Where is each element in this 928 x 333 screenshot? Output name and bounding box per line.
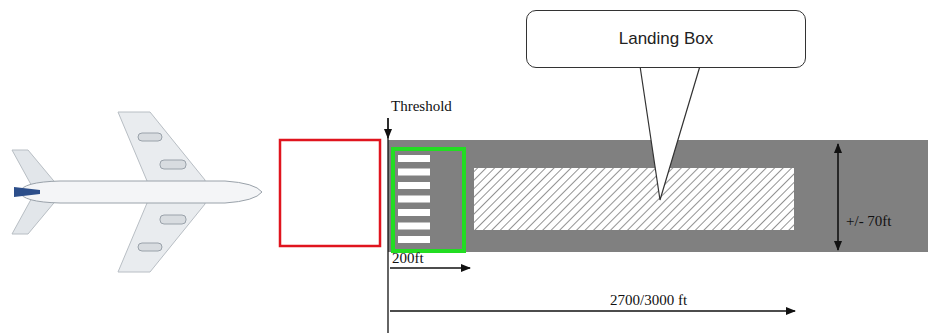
threshold-stripe	[398, 209, 430, 216]
dimension-label: +/- 70ft	[846, 213, 892, 230]
callout-pointer	[640, 66, 700, 200]
threshold-stripe	[398, 196, 430, 203]
dimension-label: 2700/3000 ft	[610, 292, 687, 309]
threshold-label: Threshold	[391, 98, 452, 115]
callout-text: Landing Box	[619, 29, 714, 49]
threshold-stripes	[398, 155, 430, 243]
width-arrow	[837, 144, 839, 250]
threshold-line	[387, 118, 388, 333]
threshold-stripe	[398, 155, 430, 162]
airplane	[12, 112, 262, 272]
threshold-stripe	[398, 169, 430, 176]
callout-bubble: Landing Box	[526, 10, 806, 68]
threshold-stripe	[398, 223, 430, 230]
touchdown-box	[393, 149, 464, 251]
distance-arrow	[390, 310, 795, 312]
threshold-arrow	[387, 118, 388, 138]
threshold-stripe	[398, 236, 430, 243]
approach-box	[280, 140, 380, 246]
dimension-label: 200ft	[392, 250, 424, 267]
threshold-stripe	[398, 182, 430, 189]
distance-arrow	[390, 267, 470, 269]
landing-box-area	[474, 168, 794, 230]
